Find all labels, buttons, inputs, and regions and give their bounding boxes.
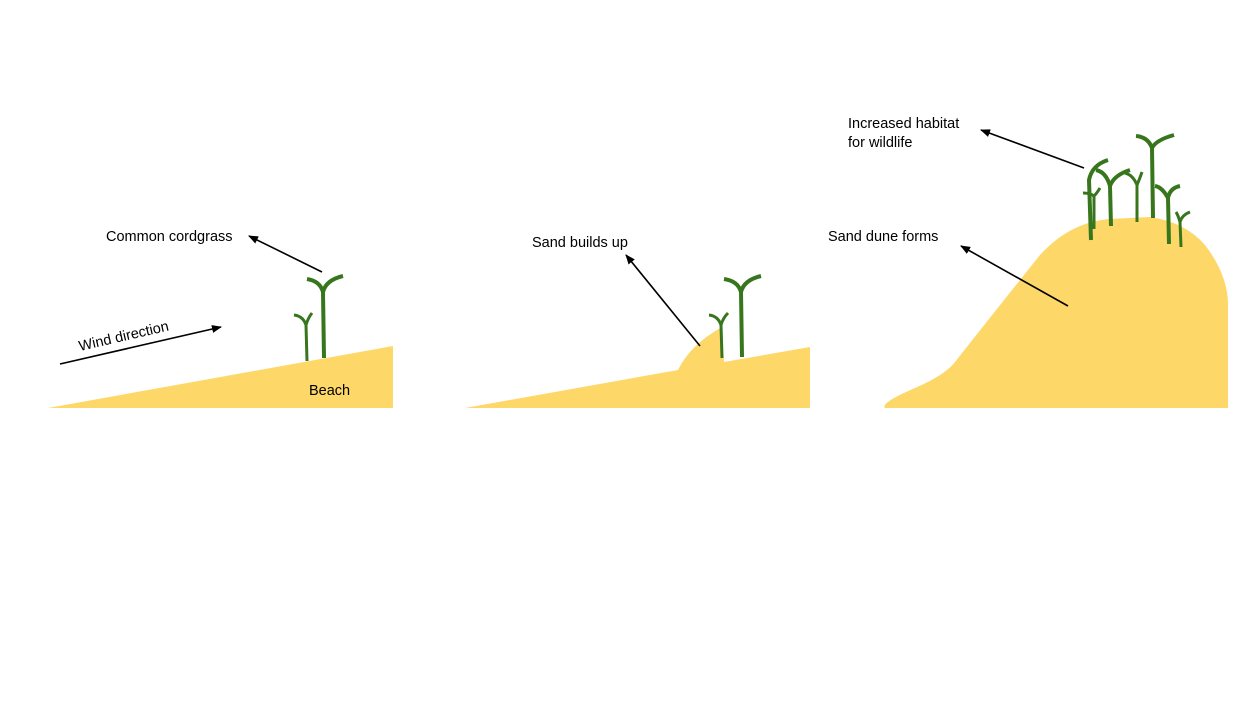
sand-dune <box>884 217 1228 408</box>
habitat-arrow <box>980 129 1085 169</box>
common-cordgrass-label: Common cordgrass <box>106 229 233 245</box>
cordgrass-arrow <box>248 235 323 273</box>
cordgrass-plant <box>293 274 344 362</box>
for-wildlife-label: for wildlife <box>848 135 912 151</box>
beach-label: Beach <box>309 383 350 399</box>
panel-beach: Wind direction Common cordgrass Beach <box>48 229 393 408</box>
sand-buildup-arrow <box>625 254 701 347</box>
cordgrass-plant <box>708 274 762 359</box>
panel-sand-builds: Sand builds up <box>465 235 810 408</box>
beach-slope <box>48 346 393 408</box>
panel-dune-forms: Sand dune forms Increased habitat for wi… <box>828 116 1228 408</box>
dune-arrow <box>960 245 1069 307</box>
sand-builds-up-label: Sand builds up <box>532 235 628 251</box>
wind-arrow <box>59 325 222 365</box>
sand-dune-forms-label: Sand dune forms <box>828 229 938 245</box>
sand-buildup <box>465 327 810 408</box>
increased-habitat-label: Increased habitat <box>848 116 959 132</box>
cordgrass-cluster <box>1082 133 1191 248</box>
